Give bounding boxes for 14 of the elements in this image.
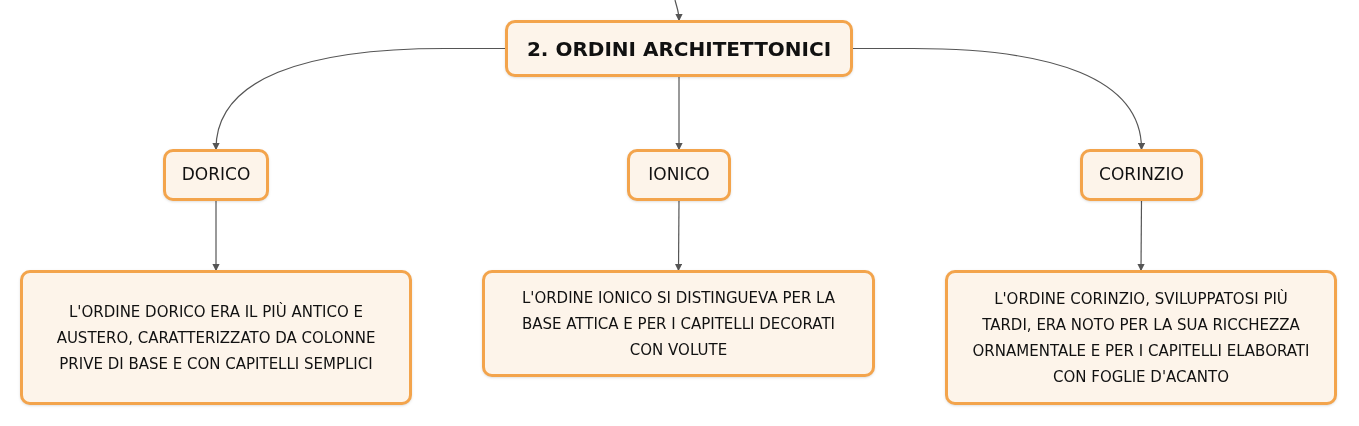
description-box: L'ORDINE CORINZIO, SVILUPPATOSI PIÙ TARDI, ERA NOTO PER LA SUA RICCHEZZA ORNAMENTALE E PER I CAPITELLI ELABORATI CON FOGLIE D'ACANTO [945, 270, 1337, 405]
description-box: L'ORDINE DORICO ERA IL PIÙ ANTICO E AUSTERO, CARATTERIZZATO DA COLONNE PRIVE DI BASE E CON CAPITELLI SEMPLICI [20, 270, 412, 405]
connector-arrow [852, 47, 1145, 151]
connector-arrow [674, 0, 683, 22]
topic-box: IONICO [627, 149, 731, 201]
topic-box: DORICO [163, 149, 269, 201]
topic-box: 2. ORDINI ARCHITETTONICI [505, 20, 853, 77]
topic-box: CORINZIO [1080, 149, 1203, 201]
connector-arrow [674, 200, 683, 272]
connector-arrow [1137, 200, 1145, 272]
connector-arrow [675, 76, 683, 151]
connector-arrow [212, 200, 220, 272]
connector-arrow [213, 47, 506, 151]
description-box: L'ORDINE IONICO SI DISTINGUEVA PER LA BASE ATTICA E PER I CAPITELLI DECORATI CON VOLUTE [482, 270, 875, 377]
